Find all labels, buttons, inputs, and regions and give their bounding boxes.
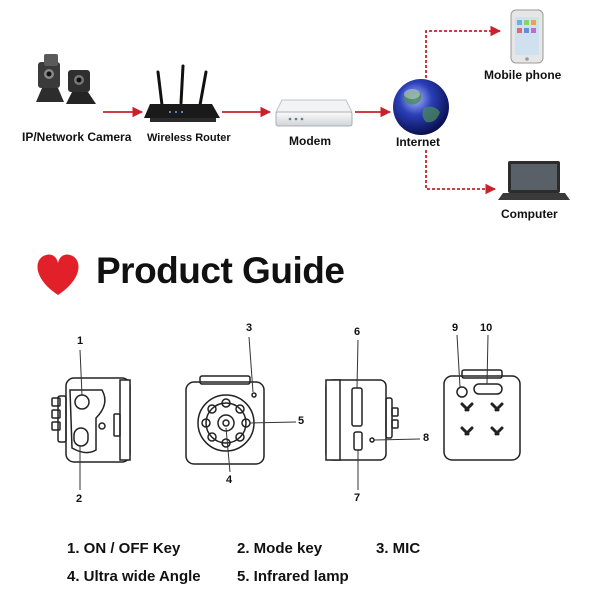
node-label-internet: Internet <box>396 135 441 149</box>
network-camera-icon <box>36 54 96 104</box>
callout-number: 5 <box>298 415 305 427</box>
heart-icon <box>37 254 79 295</box>
camera-back-view <box>443 369 521 461</box>
internet-globe-icon <box>393 79 449 135</box>
node-label-modem: Modem <box>289 134 331 148</box>
callout-number: 3 <box>246 322 253 334</box>
page-title: Product Guide <box>96 250 345 291</box>
legend-item: 4. Ultra wide Angle <box>67 568 201 585</box>
modem-icon <box>275 99 353 127</box>
callout-number: 8 <box>423 432 430 444</box>
camera-side-view <box>51 377 131 463</box>
node-label-camera: IP/Network Camera <box>22 130 132 144</box>
callout-number: 10 <box>480 322 493 334</box>
node-label-mobile: Mobile phone <box>484 68 562 82</box>
mobile-phone-icon <box>510 9 544 64</box>
connection-lines <box>103 25 502 195</box>
callout-number: 6 <box>354 326 361 338</box>
callout-number: 9 <box>452 322 459 334</box>
legend-item: 1. ON / OFF Key <box>67 540 181 557</box>
node-label-computer: Computer <box>501 207 558 221</box>
computer-laptop-icon <box>498 161 570 200</box>
camera-port-view <box>325 379 399 461</box>
legend-item: 3. MIC <box>376 540 421 557</box>
callout-number: 2 <box>76 493 83 505</box>
callout-leader-lines <box>79 334 489 490</box>
callout-number: 7 <box>354 492 361 504</box>
legend-item: 2. Mode key <box>237 540 323 557</box>
wireless-router-icon <box>144 64 220 122</box>
callout-number: 4 <box>226 474 233 486</box>
node-label-router: Wireless Router <box>147 132 231 144</box>
legend-item: 5. Infrared lamp <box>237 568 349 585</box>
callout-number: 1 <box>77 335 84 347</box>
